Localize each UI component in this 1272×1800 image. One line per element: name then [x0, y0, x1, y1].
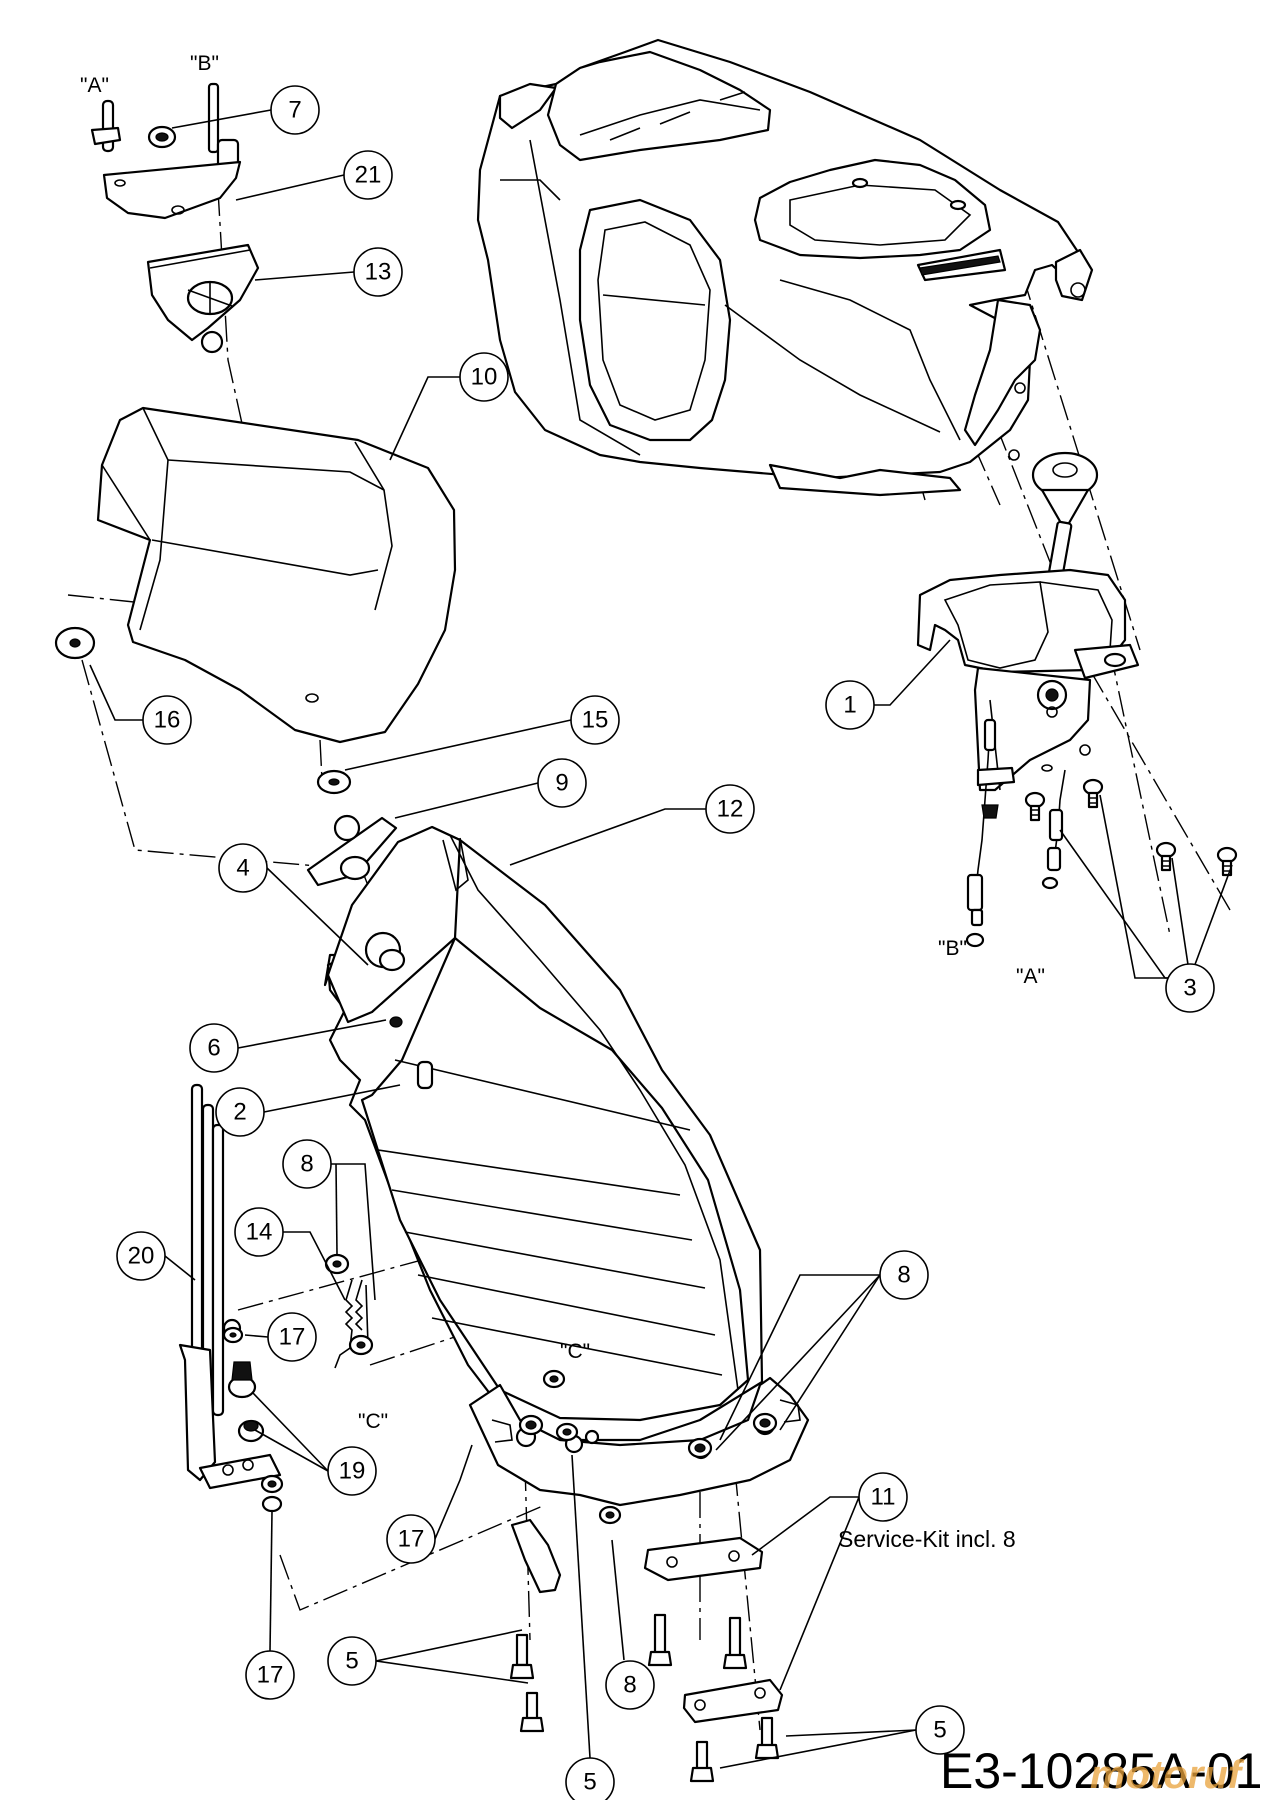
svg-text:5: 5	[933, 1717, 946, 1744]
svg-text:14: 14	[246, 1219, 273, 1246]
label-A-right: "A"	[1016, 965, 1045, 988]
callout-5b: 5	[565, 1757, 615, 1800]
svg-text:8: 8	[897, 1262, 910, 1289]
callout-15: 15	[570, 695, 620, 745]
svg-text:20: 20	[128, 1243, 155, 1270]
bracket-9	[306, 814, 398, 887]
bracket-plate-21	[102, 160, 242, 220]
callout-17c: 17	[245, 1650, 295, 1700]
svg-text:6: 6	[207, 1035, 220, 1062]
svg-text:10: 10	[471, 364, 498, 391]
nuts-8	[518, 1369, 778, 1525]
cable-B	[965, 718, 1016, 948]
label-C-top: "C"	[560, 1340, 590, 1363]
cable-A	[1041, 769, 1066, 890]
watermark: motoruf	[1090, 1753, 1245, 1797]
callout-13: 13	[353, 247, 403, 297]
callout-21: 21	[343, 150, 393, 200]
callouts: 7 21 13 10 16 15 9 12 4 6 2 8 14 20 17 1…	[116, 85, 1215, 1800]
callout-20: 20	[116, 1231, 166, 1281]
callout-17b: 17	[386, 1514, 436, 1564]
control-panel-1	[916, 451, 1140, 792]
small-parts-17-19	[222, 1253, 350, 1513]
svg-text:16: 16	[154, 707, 181, 734]
callout-1: 1	[825, 680, 875, 730]
callout-10: 10	[459, 352, 509, 402]
reference-labels: "A" "B" "A" "B" "C" "C"	[80, 52, 1045, 1433]
svg-text:9: 9	[555, 770, 568, 797]
spring-14	[334, 1279, 374, 1369]
control-console-hood	[476, 38, 1094, 497]
svg-text:19: 19	[339, 1458, 366, 1485]
callout-8b: 8	[605, 1660, 655, 1710]
callout-8a: 8	[282, 1139, 332, 1189]
callout-19: 19	[327, 1446, 377, 1496]
callout-6: 6	[189, 1023, 239, 1073]
callout-9: 9	[537, 758, 587, 808]
svg-text:12: 12	[717, 796, 744, 823]
shaft-B-top	[207, 82, 240, 170]
callout-7: 7	[270, 85, 320, 135]
washer-15	[316, 769, 352, 795]
diagram-code: E3-10285A-01	[940, 1743, 1262, 1799]
svg-text:17: 17	[398, 1526, 425, 1553]
callout-3: 3	[1165, 963, 1215, 1013]
svg-text:11: 11	[871, 1484, 896, 1511]
callout-5a: 5	[327, 1636, 377, 1686]
nut-7	[147, 125, 177, 149]
svg-text:8: 8	[623, 1672, 636, 1699]
callout-12: 12	[705, 784, 755, 834]
label-C-bottom: "C"	[358, 1410, 388, 1433]
svg-text:17: 17	[279, 1324, 306, 1351]
callout-14: 14	[234, 1207, 284, 1257]
callout-11: 11	[858, 1472, 908, 1522]
svg-text:5: 5	[345, 1648, 358, 1675]
svg-text:2: 2	[233, 1099, 246, 1126]
svg-text:4: 4	[236, 855, 249, 882]
clamps-11	[510, 1518, 784, 1724]
service-kit-note: Service-Kit incl. 8	[838, 1526, 1016, 1552]
mounting-rod-bracket-20	[178, 1083, 282, 1490]
svg-text:1: 1	[843, 692, 856, 719]
discharge-chute-12	[323, 825, 764, 1442]
svg-text:5: 5	[583, 1769, 596, 1796]
callout-5c: 5	[915, 1705, 965, 1755]
label-A-top: "A"	[80, 74, 109, 97]
svg-text:3: 3	[1183, 975, 1196, 1002]
gear-housing-13	[146, 243, 260, 354]
svg-text:13: 13	[365, 259, 392, 286]
svg-text:15: 15	[582, 707, 609, 734]
callout-2: 2	[215, 1087, 265, 1137]
chute-deflector-10	[96, 406, 457, 744]
callout-17a: 17	[267, 1312, 317, 1362]
callout-4: 4	[218, 843, 268, 893]
bolts-5	[509, 1613, 780, 1783]
lever-A-top	[90, 99, 122, 153]
callout-8c: 8	[879, 1250, 929, 1300]
svg-text:8: 8	[300, 1151, 313, 1178]
callout-16: 16	[142, 695, 192, 745]
label-B-right: "B"	[938, 937, 967, 960]
svg-text:17: 17	[257, 1662, 284, 1689]
svg-text:21: 21	[355, 162, 382, 189]
svg-text:7: 7	[288, 97, 301, 124]
label-B-top: "B"	[190, 52, 219, 75]
washer-16	[54, 626, 96, 660]
